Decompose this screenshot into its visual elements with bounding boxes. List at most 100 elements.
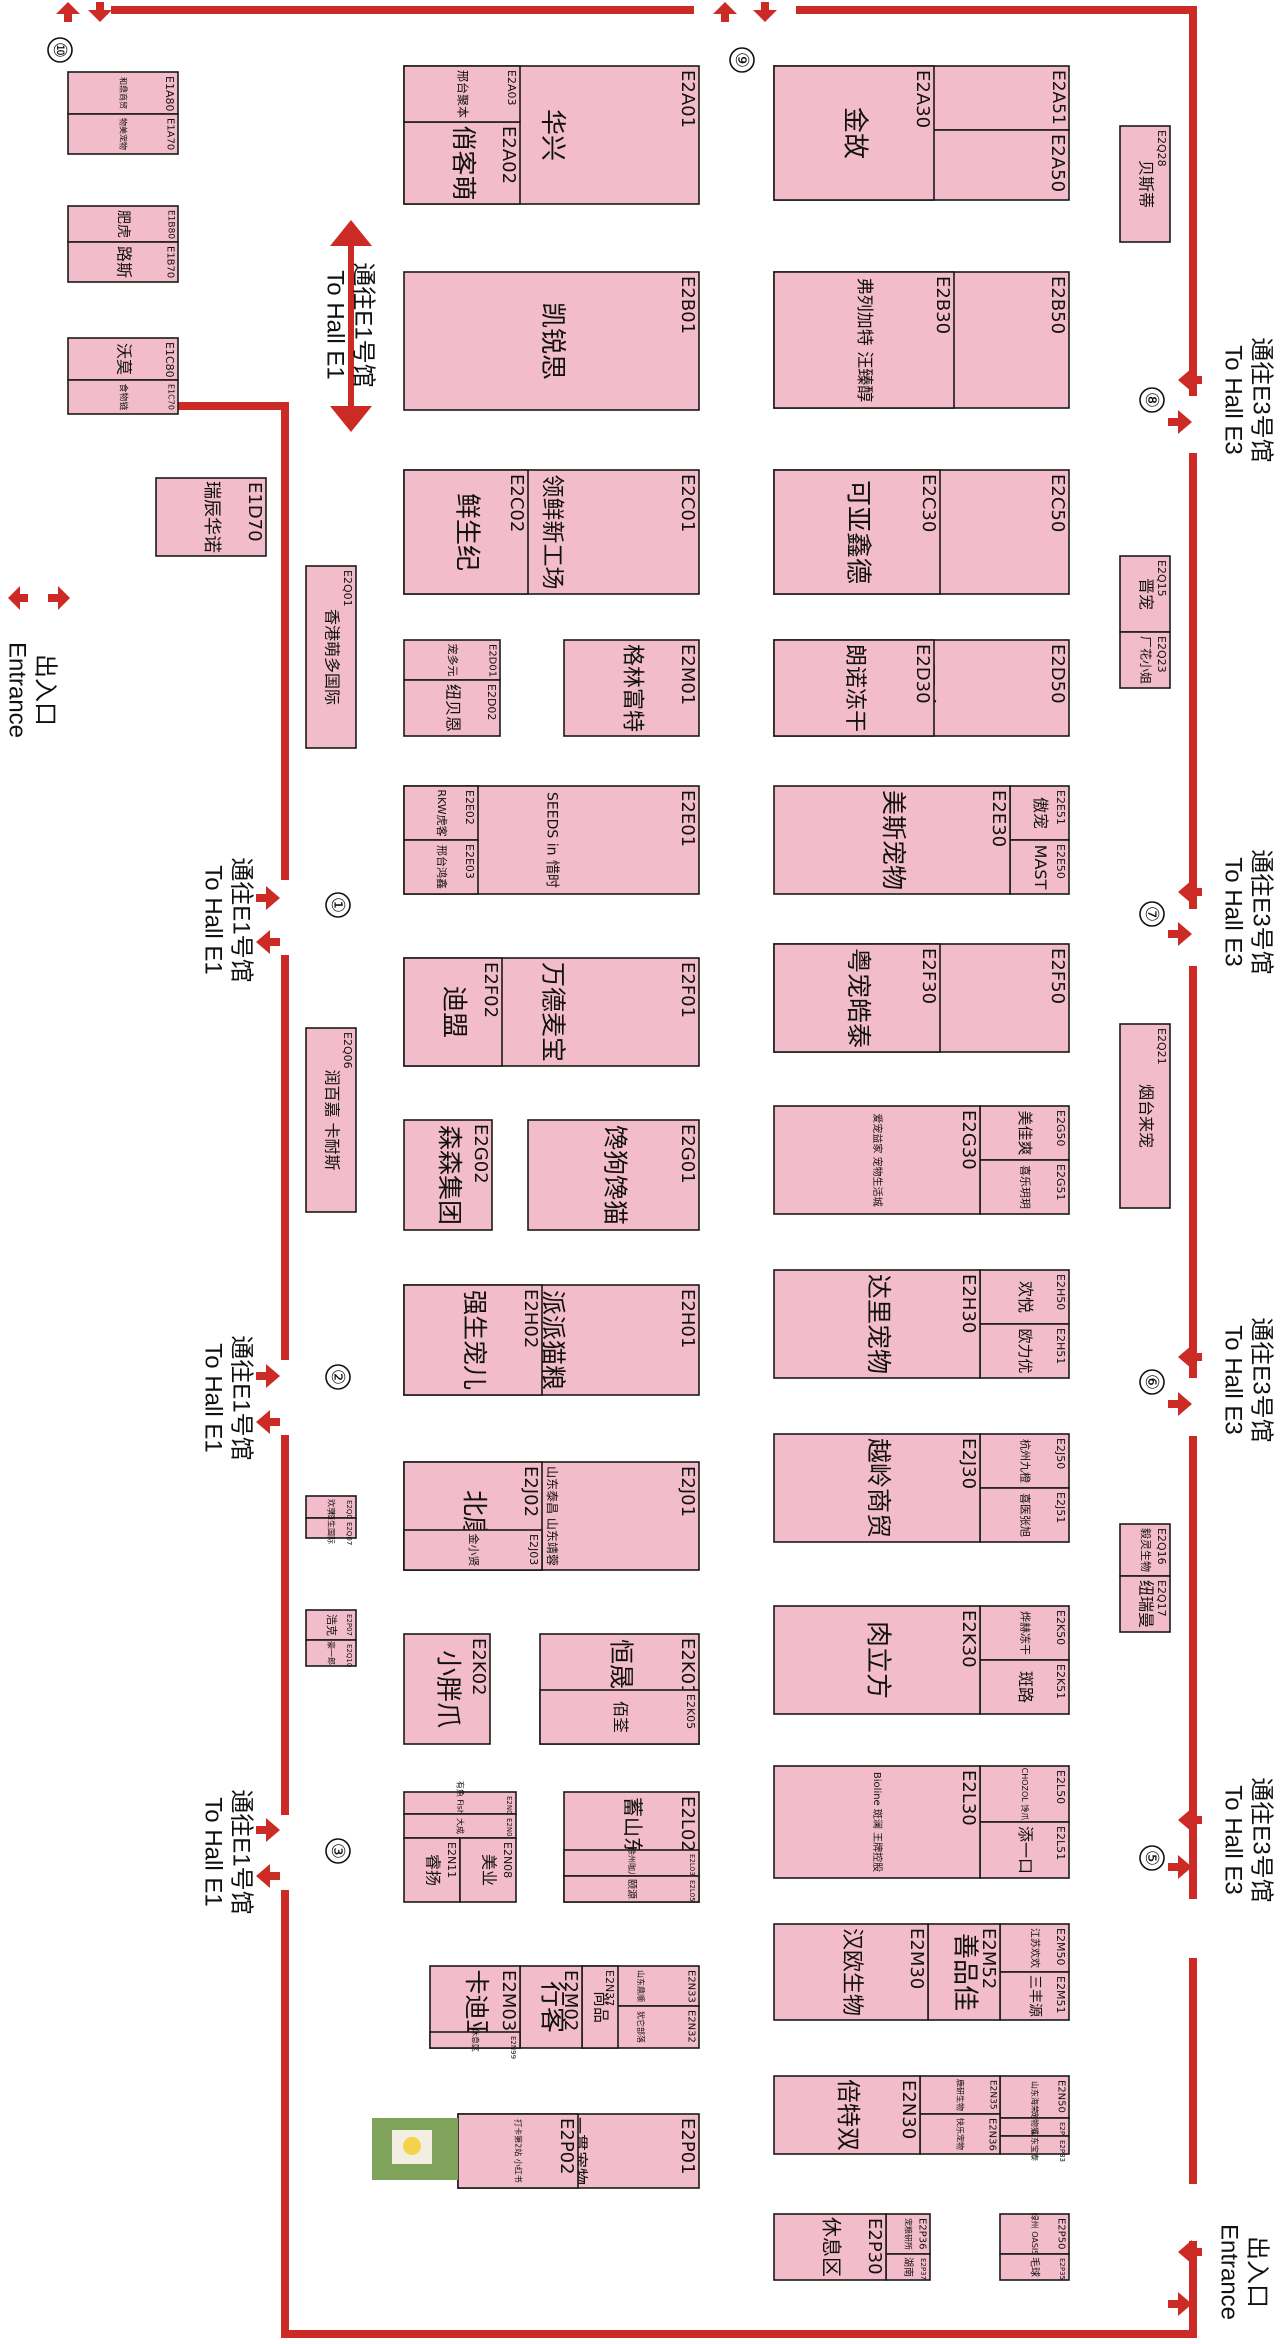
booth-code: E2P33 <box>1058 2140 1066 2162</box>
booth-code: E2J51 <box>1054 1492 1067 1523</box>
booth-name: 达里宠物 <box>864 1274 893 1374</box>
booth-code: E2P02 <box>556 2118 577 2175</box>
booth-code: E2B50 <box>1047 276 1068 334</box>
to-hall-e3-en-label: To Hall E3 <box>1220 857 1247 966</box>
booth-rect <box>403 679 501 737</box>
booth-name: 美佳爽 <box>1016 1110 1034 1155</box>
booth-name: 鲜生纪 <box>452 493 482 571</box>
booth-name: MAST <box>1031 845 1050 890</box>
booth-code: E2K02 <box>468 1638 489 1696</box>
booth-rect <box>403 639 501 681</box>
booth-rect <box>979 1487 1070 1543</box>
booth-code: E2E02 <box>463 790 476 825</box>
arrow-icon <box>1178 880 1202 904</box>
booth-name: 大成 <box>456 1818 466 1834</box>
booth-name: 打卡第2站 小红书 <box>514 2119 524 2183</box>
booth-name: SEEDS in 惜时 <box>544 792 560 888</box>
booth-e2p02[interactable]: E2P02 打卡第2站 小红书 <box>457 2113 579 2189</box>
booth-rect <box>773 1765 981 1879</box>
